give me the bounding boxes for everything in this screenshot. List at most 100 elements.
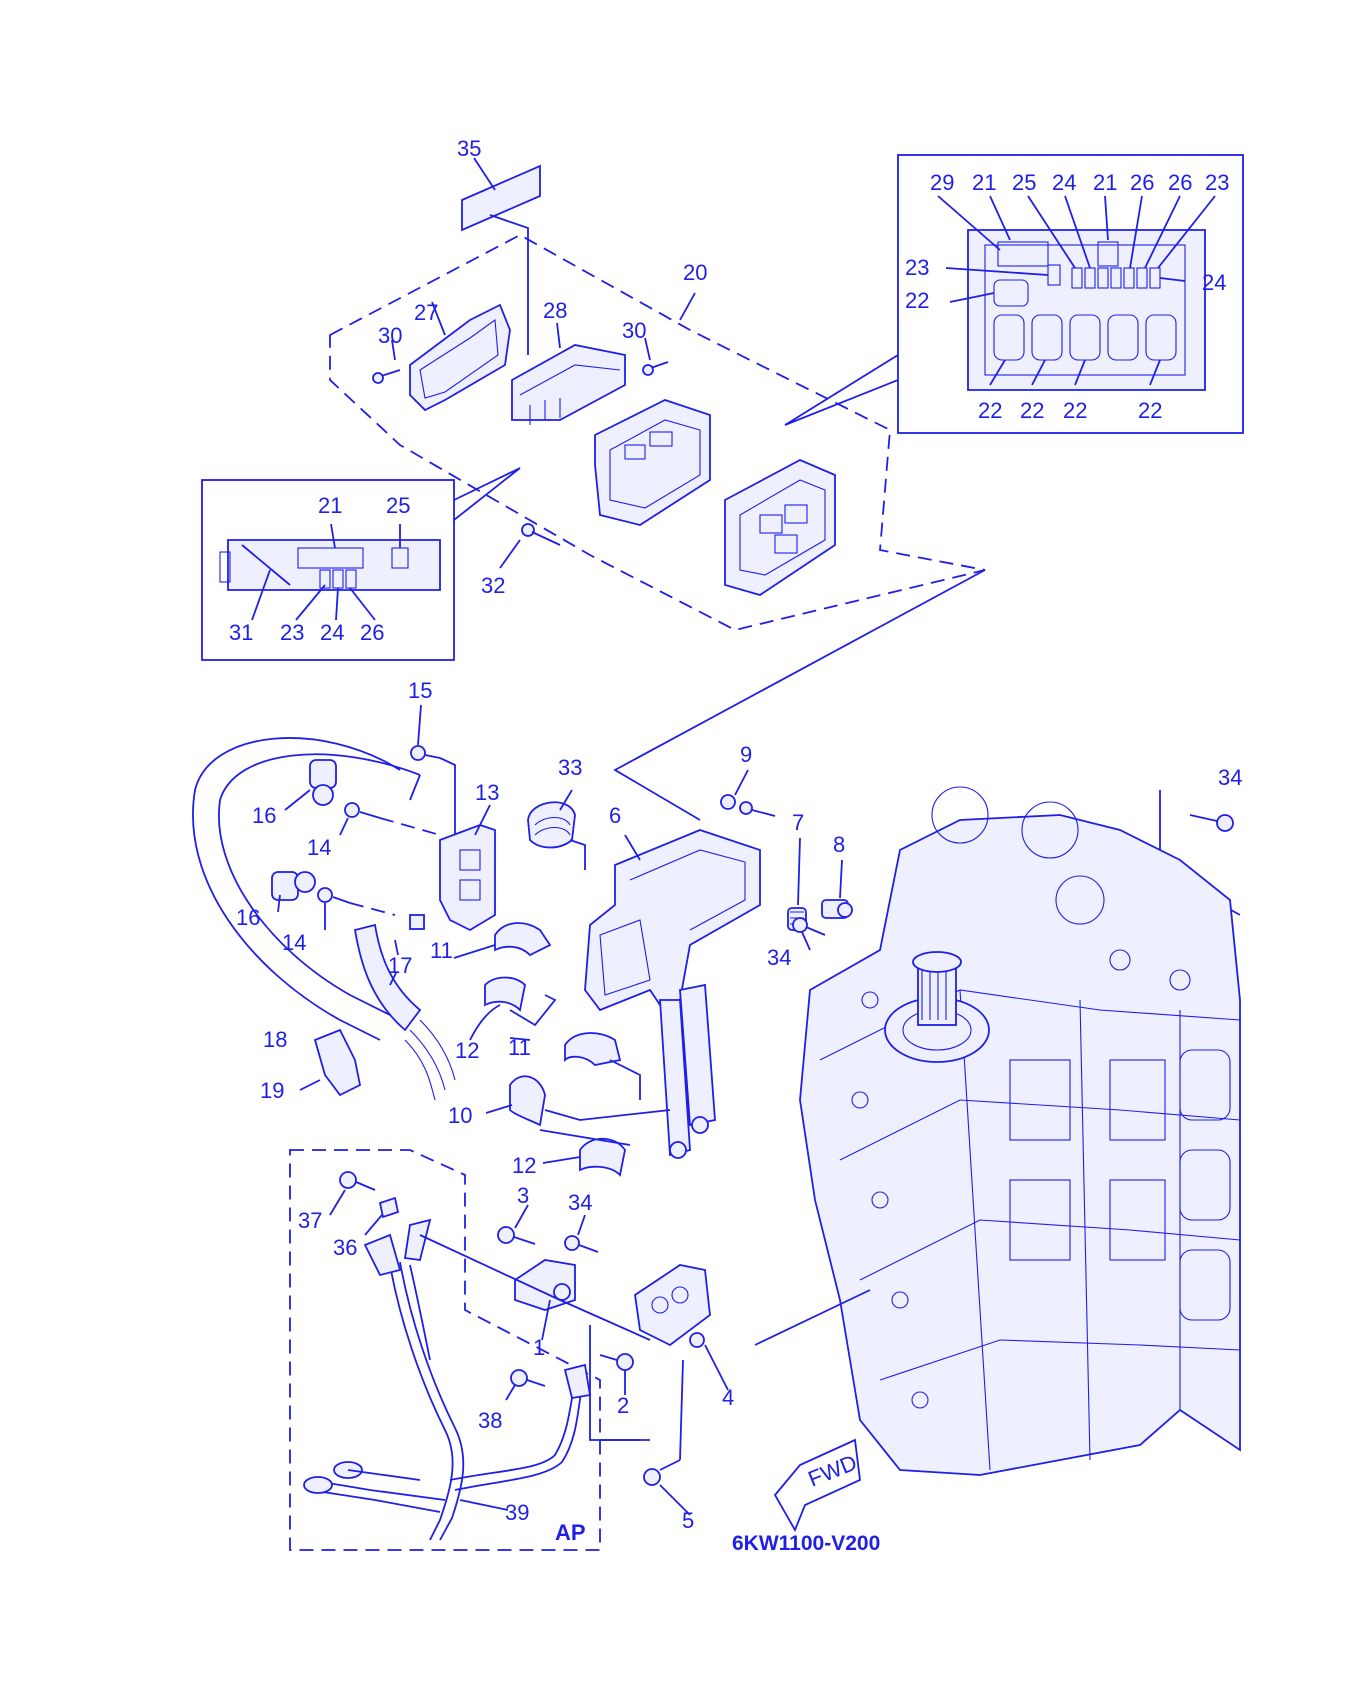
part-label-17: 18 — [263, 1027, 287, 1052]
inset-label-21b: 21 — [1093, 170, 1117, 195]
inset-label-24c: 24 — [320, 620, 344, 645]
inset-label-26b: 26 — [1168, 170, 1192, 195]
part-label-12-upper: 12 — [455, 1038, 479, 1063]
inset-label-21c: 21 — [318, 493, 342, 518]
washer-36 — [378, 1196, 400, 1219]
collar-8 — [821, 899, 853, 919]
part-label-18: 17 — [388, 953, 412, 978]
sensor-16-lower — [271, 871, 316, 901]
engine-block — [799, 786, 1241, 1476]
cable-18 — [353, 923, 422, 1032]
forward-arrow: FWD — [773, 1438, 861, 1533]
inset-label-21a: 21 — [972, 170, 996, 195]
part-label-30-left: 30 — [378, 323, 402, 348]
part-label-15: 15 — [408, 678, 432, 703]
inset-label-25: 25 — [1012, 170, 1036, 195]
part-label-33: 33 — [558, 755, 582, 780]
relay-box — [724, 459, 836, 596]
inset-label-23a: 23 — [1205, 170, 1229, 195]
part-label-34-lower: 34 — [568, 1190, 592, 1215]
clamp-12-upper — [484, 976, 526, 1012]
screw-30-right — [642, 361, 669, 376]
part-label-14-lower: 14 — [282, 930, 306, 955]
inset-label-23c: 23 — [280, 620, 304, 645]
inset-label-24b: 24 — [1202, 270, 1226, 295]
sensor-16-upper — [309, 759, 337, 806]
inset-label-22d: 22 — [1063, 398, 1087, 423]
part-label-34-middle: 34 — [767, 945, 791, 970]
inset-label-26c: 26 — [360, 620, 384, 645]
clamp-11-lower — [564, 1032, 622, 1066]
inset-label-23b: 23 — [905, 255, 929, 280]
ap-label: AP — [555, 1520, 586, 1545]
clamp-10 — [509, 1075, 546, 1127]
bolt-14-lower — [317, 887, 396, 916]
ap-area-outline — [289, 1149, 601, 1551]
inset-label-25b: 25 — [386, 493, 410, 518]
hose-17 — [192, 737, 401, 1041]
ecu-bracket-6 — [584, 829, 761, 1012]
part-label-2: 2 — [617, 1393, 629, 1418]
ecu-unit — [594, 399, 711, 526]
bolt-38 — [510, 1369, 546, 1387]
part-label-36: 36 — [333, 1235, 357, 1260]
part-label-19: 19 — [260, 1078, 284, 1103]
part-label-9: 9 — [740, 742, 752, 767]
upper-inset-frame — [897, 154, 1244, 434]
part-label-16-lower: 16 — [236, 905, 260, 930]
inset-label-22c: 22 — [1020, 398, 1044, 423]
inset-label-26a: 26 — [1130, 170, 1154, 195]
part-label-37: 37 — [298, 1208, 322, 1233]
bolt-3 — [497, 1226, 536, 1245]
clamp-11-upper — [494, 922, 552, 957]
part-label-34-upper-right: 34 — [1218, 765, 1242, 790]
grommet-33 — [527, 801, 576, 849]
part-label-14-upper: 14 — [307, 835, 331, 860]
inset-label-22e: 22 — [1138, 398, 1162, 423]
part-label-12-lower: 12 — [512, 1153, 536, 1178]
screw-32 — [521, 523, 561, 546]
inset-label-29: 29 — [930, 170, 954, 195]
bolt-34-middle — [792, 917, 826, 936]
bolt-34-lower — [564, 1235, 599, 1253]
inset-label-31: 31 — [229, 620, 253, 645]
part-label-13: 13 — [475, 780, 499, 805]
part-label-10: 10 — [448, 1103, 472, 1128]
part-label-16-upper: 16 — [252, 803, 276, 828]
label-sticker-35 — [461, 164, 541, 232]
part-label-30-right: 30 — [622, 318, 646, 343]
part-label-20: 20 — [683, 260, 707, 285]
bolt-15 — [410, 745, 456, 835]
fwd-label: FWD — [805, 1450, 861, 1492]
bracket-13 — [439, 824, 496, 932]
part-label-11-lower: 11 — [508, 1035, 531, 1060]
part-label-8: 8 — [833, 832, 845, 857]
bolt-37 — [339, 1171, 376, 1191]
part-label-5: 5 — [682, 1508, 694, 1533]
part-label-39: 39 — [505, 1500, 529, 1525]
part-label-3: 3 — [517, 1183, 529, 1208]
lower-inset-frame — [201, 479, 455, 661]
plate-27 — [409, 303, 511, 412]
screw-30-left — [372, 369, 401, 384]
part-label-35: 35 — [457, 136, 481, 161]
part-label-38: 38 — [478, 1408, 502, 1433]
bolt-2 — [599, 1353, 634, 1371]
bolt-14-upper — [344, 802, 441, 836]
clip-19 — [313, 1028, 362, 1097]
connector-28 — [511, 344, 626, 421]
inset-label-24a: 24 — [1052, 170, 1076, 195]
solenoid-4 — [634, 1264, 711, 1347]
clamp-12-lower — [579, 1137, 626, 1177]
part-label-7: 7 — [792, 810, 804, 835]
part-label-1: 1 — [533, 1335, 545, 1360]
bolt-9 — [720, 794, 776, 817]
diagram-code: 6KW1100-V200 — [732, 1532, 880, 1555]
part-label-32: 32 — [481, 573, 505, 598]
part-label-27: 27 — [414, 300, 438, 325]
part-label-28: 28 — [543, 298, 567, 323]
part-label-4: 4 — [722, 1385, 734, 1410]
screw-5 — [643, 1359, 684, 1486]
